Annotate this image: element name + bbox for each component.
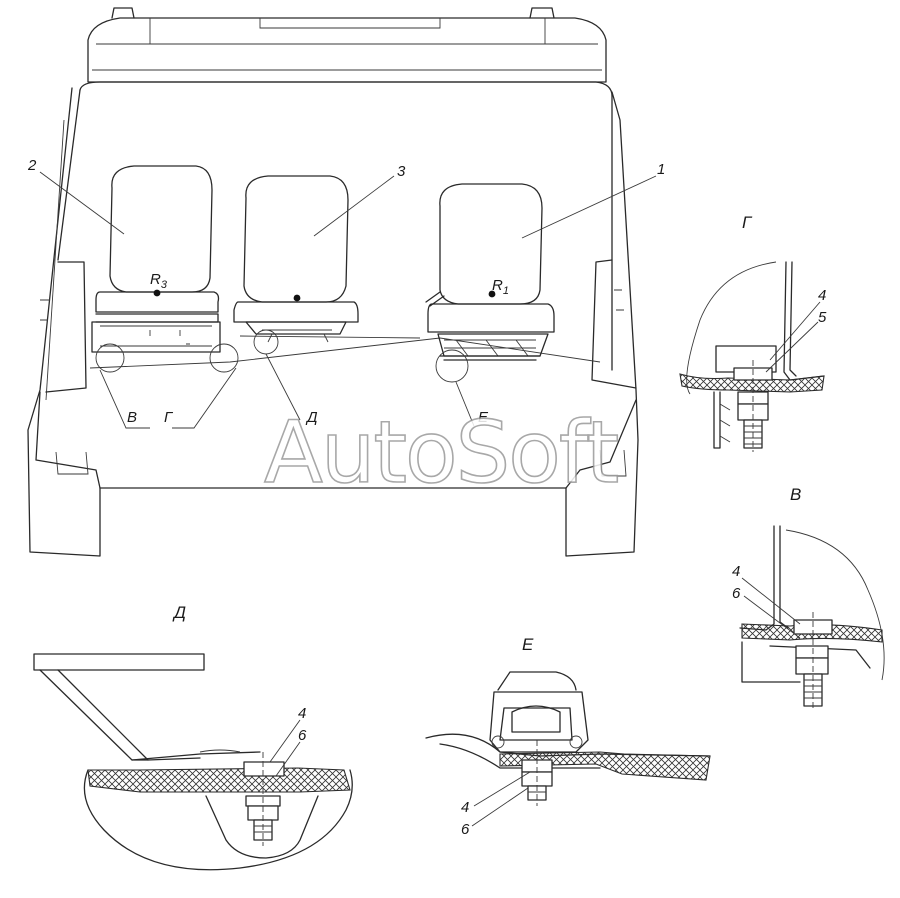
detail-g-part-top: 4 [818,287,826,304]
seat-driver [425,183,555,361]
detail-e [425,671,711,827]
detail-title-e: Е [522,635,534,654]
view-mark-g: Г [164,409,174,426]
detail-v-part-top: 4 [732,563,740,580]
callout-r1: R1 [492,277,509,297]
detail-d-part-top: 4 [298,705,306,722]
callout-seat-driver: 1 [657,161,665,178]
seat-middle [233,175,359,343]
view-mark-d: Д [305,409,318,426]
seat-left [91,165,221,353]
detail-title-g: Г [742,213,753,232]
detail-d [33,653,353,871]
detail-title-v: В [790,485,801,504]
detail-title-d: Д [172,603,186,622]
callout-seat-middle: 3 [397,163,406,180]
detail-e-part-bottom: 6 [461,821,470,838]
detail-e-part-top: 4 [461,799,469,816]
detail-g [679,261,825,452]
view-mark-v: В [127,409,137,426]
detail-d-part-bottom: 6 [298,727,307,744]
detail-g-part-bottom: 5 [818,309,827,326]
detail-markers [95,329,475,429]
detail-v [739,525,885,710]
callout-r3: R3 [150,271,168,291]
cab-outline [27,7,639,557]
callout-leaders [39,171,657,239]
view-mark-e: Е [478,409,489,426]
detail-v-part-bottom: 6 [732,585,741,602]
watermark: AutoSoft [264,403,618,503]
callout-seat-left: 2 [27,157,37,174]
